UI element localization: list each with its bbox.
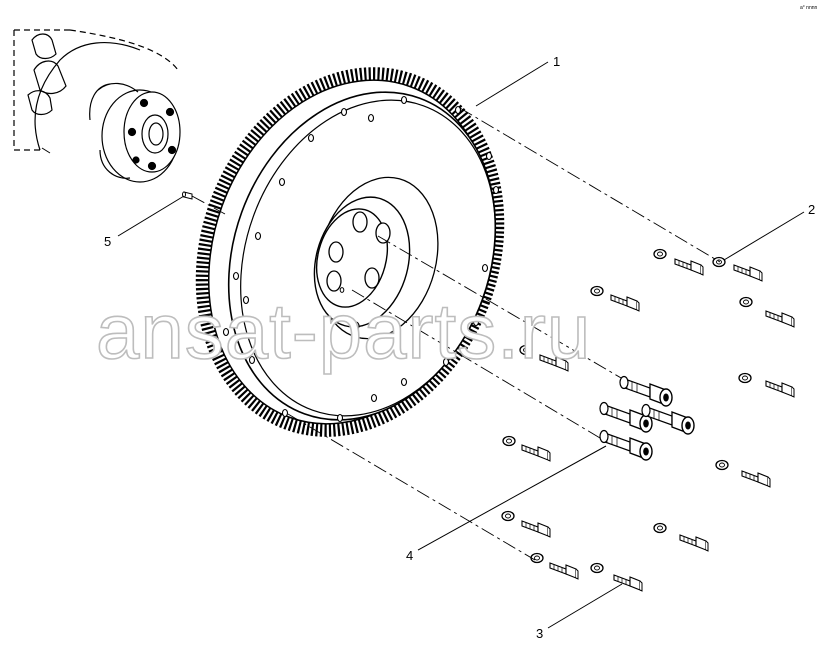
callout-5: 5: [104, 234, 111, 249]
capscrew: [619, 375, 673, 407]
callout-4: 4: [406, 548, 413, 563]
assembly-center-lines: [191, 107, 721, 561]
flywheel-outer-holes: [222, 95, 500, 423]
flywheel-hub: [313, 176, 439, 340]
capscrew-group: [599, 375, 695, 461]
crankshaft-flange: [13, 29, 181, 183]
callout-1: 1: [553, 54, 560, 69]
capscrew: [599, 429, 653, 461]
corner-code: a° nnnn: [800, 5, 818, 11]
leader-lines: [117, 61, 805, 629]
dowel-pin: [182, 191, 193, 200]
watermark: ansat-parts.ru: [96, 287, 591, 375]
callout-3: 3: [536, 626, 543, 641]
callout-2: 2: [808, 202, 815, 217]
